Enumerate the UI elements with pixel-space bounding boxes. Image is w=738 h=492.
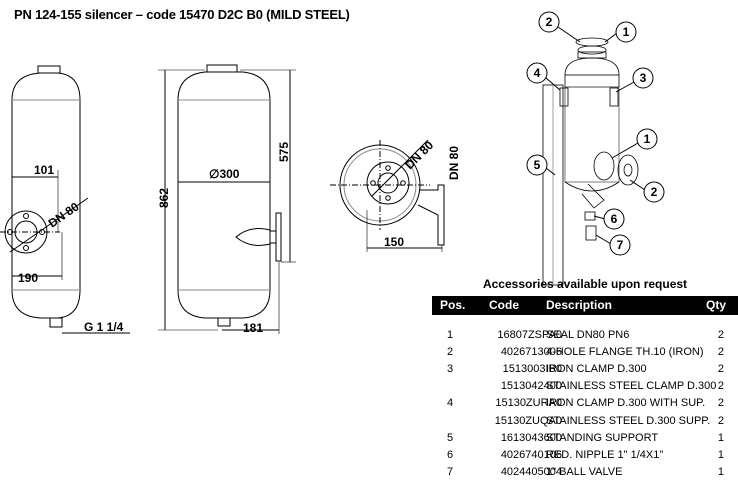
dim-dn80-left: DN 80 bbox=[46, 199, 82, 230]
row-pos: 1 bbox=[446, 329, 454, 341]
row-pos: 7 bbox=[446, 466, 454, 478]
callout-number: 5 bbox=[534, 158, 541, 172]
callout-bubble bbox=[609, 234, 631, 256]
row-qty: 2 bbox=[717, 415, 724, 427]
callout-bubble bbox=[538, 11, 560, 33]
row-description: STAINLESS STEEL D.300 SUPP. bbox=[546, 415, 711, 427]
row-pos: 6 bbox=[446, 449, 454, 461]
row-code: 1613043600 bbox=[500, 432, 562, 444]
callout-bubbles bbox=[545, 26, 646, 245]
dim-150: 150 bbox=[384, 235, 404, 249]
row-description: STAINLESS STEEL CLAMP D.300 bbox=[546, 380, 717, 392]
row-code: 1513003IB0 bbox=[502, 363, 562, 375]
row-pos: 4 bbox=[446, 397, 454, 409]
callout-number: 2 bbox=[546, 15, 553, 29]
row-code: 15130ZURA0 bbox=[495, 397, 562, 409]
dim-575: 575 bbox=[277, 142, 291, 162]
row-description: SEAL DN80 PN6 bbox=[546, 329, 630, 341]
dim-g114: G 1 1/4 bbox=[84, 320, 124, 334]
callout-bubble bbox=[526, 154, 548, 176]
row-qty: 2 bbox=[717, 397, 724, 409]
row-qty: 2 bbox=[717, 346, 724, 358]
dim-dn80-side: DN 80 bbox=[447, 146, 461, 180]
dim-181: 181 bbox=[243, 321, 263, 335]
header-qty: Qty bbox=[705, 298, 726, 312]
vessel-front-view bbox=[158, 64, 296, 334]
callout-number: 6 bbox=[611, 212, 618, 226]
vessel-top-view bbox=[330, 139, 445, 252]
callout-bubble bbox=[643, 181, 665, 203]
row-code: 4026740106 bbox=[500, 449, 562, 461]
dim-dn80-top: DN 80 bbox=[402, 138, 436, 172]
row-pos: 5 bbox=[446, 432, 454, 444]
dim-diameter-300: ∅300 bbox=[209, 167, 240, 181]
row-description: STANDING SUPPORT bbox=[546, 432, 659, 444]
callout-number: 4 bbox=[534, 66, 541, 80]
row-pos: 3 bbox=[446, 363, 454, 375]
row-description: IRON CLAMP D.300 bbox=[546, 363, 647, 375]
row-qty: 1 bbox=[717, 449, 724, 461]
row-description: RED. NIPPLE 1" 1/4X1" bbox=[546, 449, 664, 461]
callout-number: 7 bbox=[617, 238, 624, 252]
accessories-title: Accessories available upon request bbox=[482, 277, 688, 291]
callout-bubble bbox=[632, 67, 654, 89]
row-description: IRON CLAMP D.300 WITH SUP. bbox=[546, 397, 706, 409]
row-code: 4024405004 bbox=[500, 466, 562, 478]
vessel-side-view-left bbox=[0, 65, 130, 334]
row-code: 1513042400 bbox=[500, 380, 562, 392]
callout-number: 2 bbox=[651, 185, 658, 199]
row-code: 16807ZSPA0 bbox=[497, 329, 562, 341]
callout-bubble bbox=[636, 128, 658, 150]
row-code: 4026713006 bbox=[500, 346, 562, 358]
callout-bubble bbox=[615, 21, 637, 43]
dim-862: 862 bbox=[157, 188, 171, 208]
row-qty: 2 bbox=[717, 329, 724, 341]
callout-bubble bbox=[603, 208, 625, 230]
row-qty: 1 bbox=[717, 466, 724, 478]
dim-101: 101 bbox=[34, 163, 54, 177]
header-pos: Pos. bbox=[440, 298, 466, 312]
row-description: 4-HOLE FLANGE TH.10 (IRON) bbox=[546, 346, 704, 358]
callout-bubble bbox=[526, 62, 548, 84]
exploded-view bbox=[542, 37, 639, 286]
header-description: Description bbox=[546, 298, 613, 312]
row-pos: 2 bbox=[446, 346, 454, 358]
row-qty: 2 bbox=[717, 380, 724, 392]
dim-190: 190 bbox=[18, 271, 38, 285]
callout-number: 1 bbox=[623, 25, 630, 39]
header-code: Code bbox=[489, 298, 519, 312]
row-qty: 1 bbox=[717, 432, 724, 444]
callout-number: 3 bbox=[640, 71, 647, 85]
row-code: 15130ZUQA0 bbox=[494, 415, 562, 427]
accessories-table-header: Pos. Code Description Qty bbox=[432, 296, 738, 315]
row-description: 1" BALL VALVE bbox=[546, 466, 623, 478]
callout-number: 1 bbox=[644, 132, 651, 146]
row-qty: 2 bbox=[717, 363, 724, 375]
page-title: PN 124-155 silencer – code 15470 D2C B0 … bbox=[14, 7, 350, 22]
